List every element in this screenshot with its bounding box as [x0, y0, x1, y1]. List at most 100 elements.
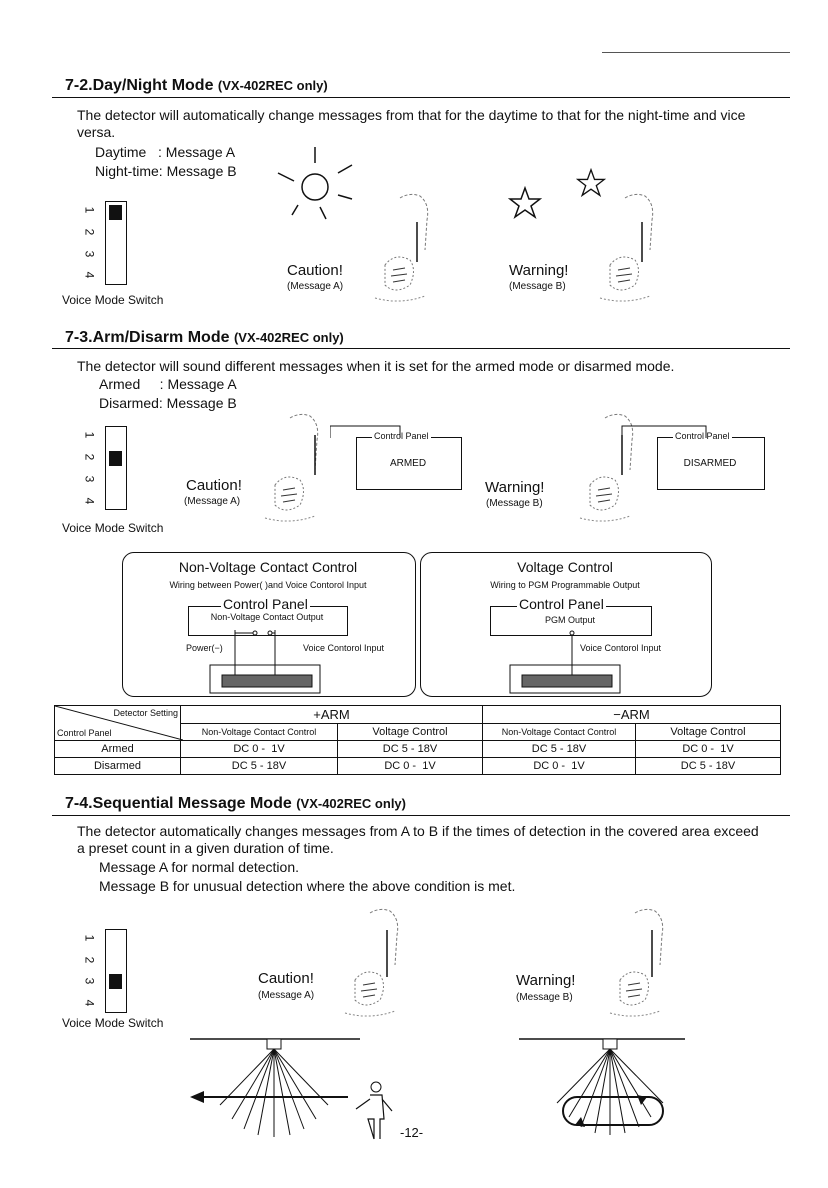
section-title-sequential: 7-4.Sequential Message Mode (VX-402REC o… — [65, 795, 406, 813]
v-input: Voice Contorol Input — [580, 643, 662, 653]
v-title: Voltage Control — [517, 559, 613, 575]
wire-line — [621, 425, 707, 438]
voltage-box — [420, 552, 712, 697]
table-row: Armed DC 0 - 1V DC 5 - 18V DC 5 - 18V DC… — [54, 740, 781, 758]
switch-number: 2 — [82, 228, 97, 236]
nv-panel-title: Control Panel — [221, 596, 310, 612]
table-cell: DC 0 - 1V — [635, 740, 781, 758]
caution-text: Caution! — [287, 262, 343, 279]
table-row: Disarmed DC 5 - 18V DC 0 - 1V DC 0 - 1V … — [54, 757, 781, 775]
switch-label: Voice Mode Switch — [62, 1016, 164, 1030]
paragraph: The detector will automatically change m… — [77, 107, 746, 140]
warning-text: Warning! — [485, 479, 545, 496]
switch-number: 4 — [82, 999, 97, 1007]
corner-top: Detector Setting — [113, 708, 178, 718]
warning-subtext: (Message B) — [516, 992, 573, 1003]
control-panel-title: Control Panel — [372, 431, 431, 441]
row-label: Armed — [54, 740, 181, 758]
title-model: (VX-402REC only) — [296, 796, 406, 811]
table-corner: Detector Setting Control Panel — [54, 705, 183, 741]
mode-line-2: Disarmed: Message B — [99, 395, 237, 411]
detector-icon — [374, 193, 429, 302]
switch-number: 3 — [82, 475, 97, 483]
nv-input: Voice Contorol Input — [303, 643, 385, 653]
switch-knob — [109, 451, 122, 466]
switch-number: 1 — [82, 934, 97, 942]
mode-line-1: Message A for normal detection. — [99, 859, 299, 875]
section-rule — [52, 815, 790, 816]
arm-minus-header: −ARM — [482, 705, 781, 724]
switch-number: 1 — [82, 206, 97, 214]
table-header-row: Detector Setting Control Panel +ARM −ARM — [54, 705, 781, 741]
caution-text: Caution! — [186, 477, 242, 494]
mode-line-2: Night-time: Message B — [95, 163, 237, 179]
detection-pattern-icon — [190, 1038, 393, 1140]
arm-plus-header: +ARM — [180, 705, 483, 724]
mode-line-1: Armed : Message A — [99, 376, 237, 392]
nv-title: Non-Voltage Contact Control — [178, 559, 358, 575]
title-main: 7-3.Arm/Disarm Mode — [65, 329, 230, 346]
detector-icon — [599, 193, 654, 302]
switch-number: 3 — [82, 977, 97, 985]
corner-bottom: Control Panel — [57, 728, 112, 738]
switch-label: Voice Mode Switch — [62, 293, 164, 307]
row-label: Disarmed — [54, 757, 181, 775]
table-cell: DC 5 - 18V — [635, 757, 781, 775]
header-rule — [602, 52, 790, 53]
control-panel-title: Control Panel — [673, 431, 732, 441]
switch-body — [105, 426, 127, 510]
table-cell: DC 5 - 18V — [482, 740, 636, 758]
v-wiring — [509, 630, 621, 694]
switch-knob — [109, 205, 122, 220]
settings-table: Detector Setting Control Panel +ARM −ARM… — [54, 705, 781, 775]
detection-pattern-icon — [519, 1038, 685, 1135]
sun-icon — [277, 147, 353, 220]
section-rule — [52, 348, 790, 349]
switch-label: Voice Mode Switch — [62, 521, 164, 535]
non-voltage-box — [122, 552, 416, 697]
section-title-arm-disarm: 7-3.Arm/Disarm Mode (VX-402REC only) — [65, 329, 344, 347]
table-cell: DC 0 - 1V — [180, 740, 338, 758]
page-number: -12- — [400, 1125, 424, 1140]
warning-subtext: (Message B) — [509, 281, 566, 292]
table-subheader: Non-Voltage Contact Control — [180, 722, 338, 741]
table-cell: DC 0 - 1V — [482, 757, 636, 775]
table-cell: DC 5 - 18V — [337, 740, 483, 758]
switch-number: 1 — [82, 431, 97, 439]
nv-subtitle: Wiring between Power( )and Voice Contoro… — [169, 580, 367, 590]
nv-output: Non-Voltage Contact Output — [210, 612, 324, 622]
switch-number: 4 — [82, 497, 97, 505]
corner-diagonal — [55, 706, 183, 740]
table-subheader: Non-Voltage Contact Control — [482, 722, 636, 741]
caution-subtext: (Message A) — [184, 496, 241, 507]
armed-state: ARMED — [389, 458, 427, 469]
caution-text: Caution! — [258, 970, 314, 987]
star-icon — [508, 186, 542, 219]
paragraph: The detector will sound different messag… — [77, 358, 675, 374]
v-output: PGM Output — [544, 615, 596, 625]
switch-number: 4 — [82, 271, 97, 279]
detector-icon — [609, 908, 664, 1017]
nv-wiring — [209, 630, 321, 694]
mode-line-2: Message B for unusual detection where th… — [99, 878, 516, 894]
switch-number: 3 — [82, 250, 97, 258]
caution-subtext: (Message A) — [258, 990, 315, 1001]
section-rule — [52, 97, 790, 98]
switch-number: 2 — [82, 453, 97, 461]
v-panel-title: Control Panel — [517, 596, 606, 612]
switch-number: 2 — [82, 956, 97, 964]
section-title-day-night: 7-2.Day/Night Mode (VX-402REC only) — [65, 77, 328, 95]
title-main: 7-2.Day/Night Mode — [65, 77, 214, 94]
detector-icon — [579, 413, 634, 522]
warning-subtext: (Message B) — [486, 498, 543, 509]
table-cell: DC 0 - 1V — [337, 757, 483, 775]
warning-text: Warning! — [509, 262, 569, 279]
paragraph: The detector automatically changes messa… — [77, 823, 759, 856]
switch-body — [105, 929, 127, 1013]
v-subtitle: Wiring to PGM Programmable Output — [490, 580, 640, 590]
switch-body — [105, 201, 127, 285]
title-model: (VX-402REC only) — [233, 330, 344, 345]
title-model: (VX-402REC only) — [217, 78, 328, 93]
mode-line-1: Daytime : Message A — [95, 144, 236, 160]
title-main: 7-4.Sequential Message Mode — [65, 795, 292, 812]
